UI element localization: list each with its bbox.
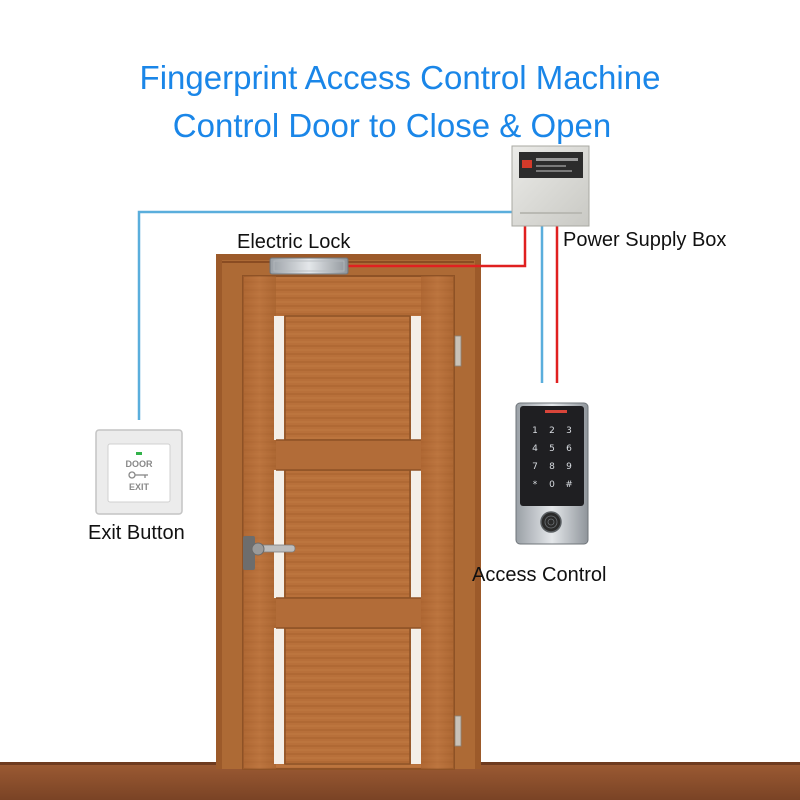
keypad-key: *: [533, 480, 538, 490]
keypad-key: 5: [549, 444, 555, 454]
label-exit-button: Exit Button: [88, 522, 185, 544]
keypad-key: 3: [566, 426, 572, 436]
door-handle: [243, 536, 296, 570]
access-control-device: 1 2 3 4 5 6 7 8 9 * 0 #: [515, 402, 589, 545]
electric-lock-device: [269, 257, 349, 275]
keypad-key: 6: [566, 444, 572, 454]
label-electric-lock: Electric Lock: [237, 231, 351, 253]
keypad-key: 1: [532, 426, 538, 436]
keypad-key: 2: [549, 426, 555, 436]
label-power-supply-box: Power Supply Box: [563, 229, 727, 251]
title-line-2: Control Door to Close & Open: [172, 107, 612, 144]
label-access-control: Access Control: [472, 564, 607, 586]
keypad-key: 7: [532, 462, 538, 472]
exit-button-text-door: DOOR: [126, 459, 154, 469]
keypad-key: 0: [549, 480, 555, 490]
keypad-key: 8: [549, 462, 555, 472]
exit-button-device: DOOR EXIT: [95, 429, 183, 515]
wire-exit-button: [137, 210, 512, 420]
exit-button-text-exit: EXIT: [129, 482, 150, 492]
wires: [137, 210, 559, 420]
power-supply-box-device: [511, 145, 590, 227]
keypad-key: #: [565, 480, 573, 490]
wire-electric-lock: [347, 226, 527, 268]
title-line-1: Fingerprint Access Control Machine: [139, 59, 661, 96]
keypad-key: 4: [532, 444, 538, 454]
fingerprint-sensor: [540, 511, 562, 533]
keypad-keys: 1 2 3 4 5 6 7 8 9 * 0 #: [532, 426, 573, 490]
door-leaf: [242, 275, 462, 770]
keypad-key: 9: [566, 462, 572, 472]
